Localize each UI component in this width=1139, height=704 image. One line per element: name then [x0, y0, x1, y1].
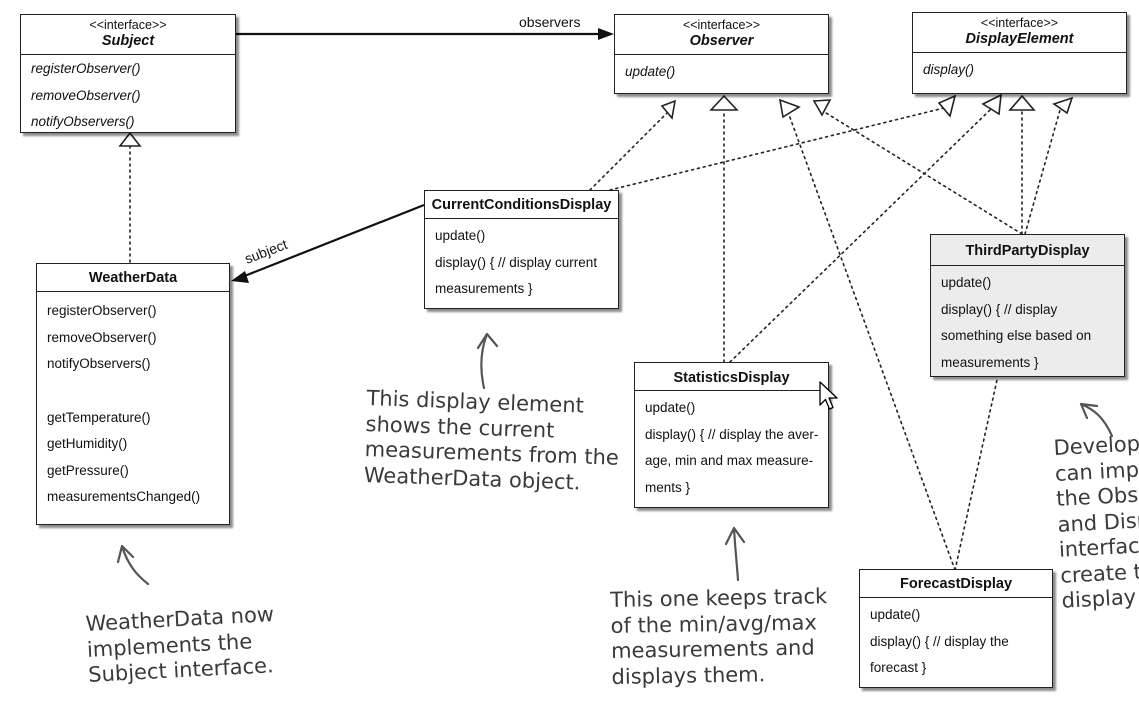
- weatherdata-op-measurements-changed: measurementsChanged(): [47, 489, 201, 504]
- weatherdata-op-notify: notifyObservers(): [47, 356, 151, 371]
- note-stats-line: This one keeps track: [610, 584, 828, 612]
- weatherdata-op-temperature: getTemperature(): [47, 409, 151, 425]
- display-element-op-display: display(): [923, 62, 975, 77]
- third-party-display-box: ThirdPartyDisplay update() display() { /…: [930, 234, 1125, 377]
- realization-thirdparty-display-b: [1024, 109, 1061, 235]
- label-subject: subject: [242, 236, 289, 267]
- triangle-display-4: [1052, 96, 1074, 115]
- subject-interface-box: <<interface>>Subject registerObserver() …: [20, 14, 236, 133]
- label-observers: observers: [519, 14, 580, 30]
- statistics-op-display: display() { // display the aver-: [645, 426, 819, 442]
- statistics-op-display-cont-1: age, min and max measure-: [645, 453, 814, 468]
- note-arrow-weather: [116, 544, 150, 586]
- observer-op-update: update(): [625, 64, 676, 79]
- triangle-display-1: [937, 94, 957, 118]
- statistics-name: StatisticsDisplay: [673, 370, 790, 386]
- note-developers-clip: Developers can implement the Observer an…: [1040, 430, 1139, 660]
- realization-forecast-display: [954, 379, 998, 571]
- note-arrow-stats: [724, 526, 746, 582]
- forecast-op-display-cont: forecast }: [870, 660, 927, 675]
- subject-name: Subject: [101, 33, 155, 49]
- observer-stereotype: <<interface>>: [682, 18, 761, 32]
- current-conditions-op-display-cont: measurements }: [435, 281, 533, 296]
- triangle-observer-3: [778, 98, 801, 119]
- realization-thirdparty-observer: [817, 107, 1023, 235]
- triangle-observer-1: [660, 99, 677, 120]
- subject-op-notify: notifyObservers(): [31, 114, 135, 129]
- statistics-op-update: update(): [645, 400, 696, 415]
- forecast-name: ForecastDisplay: [899, 576, 1013, 592]
- current-conditions-op-display: display() { // display current: [435, 254, 598, 270]
- realization-stats-display: [729, 109, 991, 363]
- triangle-display-3: [1008, 94, 1036, 111]
- triangle-display-2: [981, 93, 1002, 116]
- third-party-op-update: update(): [941, 275, 992, 290]
- weatherdata-name: WeatherData: [88, 270, 178, 286]
- current-conditions-name: CurrentConditionsDisplay: [431, 197, 612, 213]
- note-statistics: This one keeps track of the min/avg/max …: [610, 584, 829, 690]
- association-subject: [241, 203, 425, 279]
- note-weatherdata: WeatherData now implements the Subject i…: [85, 602, 277, 688]
- note-arrow-developers: [1079, 402, 1114, 438]
- triangle-observer-2: [709, 94, 739, 111]
- weatherdata-op-humidity: getHumidity(): [47, 436, 128, 451]
- mouse-pointer-icon: [819, 381, 838, 410]
- subject-op-register: registerObserver(): [31, 61, 141, 76]
- triangle-observer-4: [812, 99, 832, 117]
- third-party-op-display-cont-1: something else based on: [941, 328, 1092, 343]
- statistics-op-display-cont-2: ments }: [645, 479, 691, 495]
- third-party-name: ThirdPartyDisplay: [965, 243, 1090, 259]
- observer-name: Observer: [689, 33, 754, 49]
- display-element-stereotype: <<interface>>: [980, 16, 1059, 30]
- note-arrow-current: [476, 332, 499, 390]
- observer-interface-box: <<interface>>Observer update(): [614, 14, 829, 94]
- realization-current-observer: [589, 112, 668, 191]
- association-observers-arrowhead: [598, 28, 614, 40]
- weatherdata-op-register: registerObserver(): [47, 303, 157, 318]
- association-subject-arrowhead: [231, 271, 249, 283]
- note-stats-line: measurements and: [610, 635, 815, 663]
- subject-stereotype: <<interface>>: [89, 18, 167, 32]
- statistics-display-box: StatisticsDisplay update() display() { /…: [634, 362, 829, 508]
- subject-op-remove: removeObserver(): [31, 87, 141, 103]
- third-party-op-display: display() { // display: [941, 301, 1058, 317]
- forecast-display-box: ForecastDisplay update() display() { // …: [859, 569, 1053, 688]
- display-element-interface-box: <<interface>>DisplayElement display(): [912, 12, 1127, 94]
- display-element-name: DisplayElement: [965, 31, 1074, 47]
- weatherdata-op-remove: removeObserver(): [47, 329, 157, 345]
- current-conditions-display-box: CurrentConditionsDisplay update() displa…: [424, 190, 619, 309]
- note-developers: Developers can implement the Observer an…: [1053, 430, 1139, 614]
- forecast-op-display: display() { // display the: [870, 633, 1009, 649]
- note-stats-line: displays them.: [611, 661, 766, 689]
- weatherdata-class-box: WeatherData registerObserver() removeObs…: [36, 263, 230, 525]
- forecast-op-update: update(): [870, 607, 921, 622]
- note-developers-line: Developers: [1053, 430, 1139, 460]
- note-current-conditions: This display element shows the current m…: [363, 386, 621, 497]
- weatherdata-op-pressure: getPressure(): [47, 462, 129, 478]
- current-conditions-op-update: update(): [435, 228, 486, 243]
- realization-current-display: [609, 107, 945, 191]
- triangle-subject: [118, 131, 142, 147]
- third-party-op-display-cont-2: measurements }: [941, 354, 1039, 370]
- note-stats-line: of the min/avg/max: [610, 609, 818, 638]
